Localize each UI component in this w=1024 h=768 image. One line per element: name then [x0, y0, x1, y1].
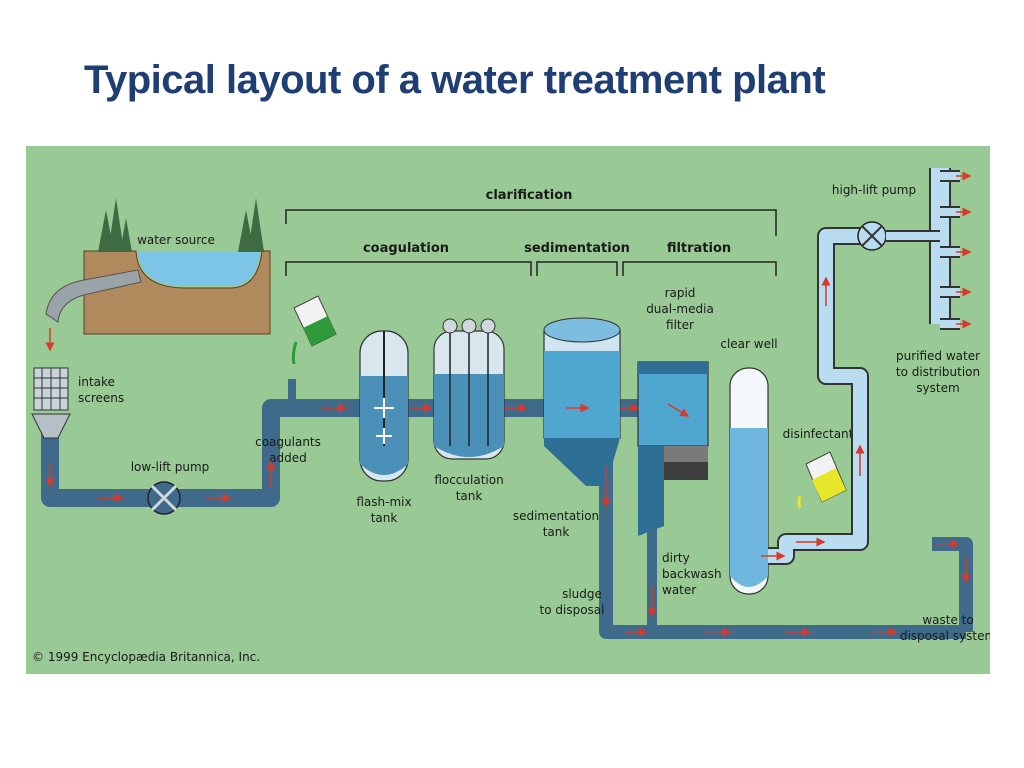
flash-mix-tank — [359, 330, 409, 482]
label-flash-mix-1: flash-mix — [356, 495, 411, 509]
label-sedimentation-2: tank — [543, 525, 570, 539]
label-dirty-backwash-3: water — [662, 583, 696, 597]
slide-title: Typical layout of a water treatment plan… — [84, 58, 826, 102]
high-lift-pump — [857, 221, 940, 251]
label-purified-2: to distribution — [896, 365, 980, 379]
stage-clarification: clarification — [486, 188, 573, 203]
label-flocculation-1: flocculation — [434, 473, 503, 487]
label-waste-2: disposal system — [900, 629, 990, 643]
flow-arrows — [45, 171, 972, 637]
label-coagulants-2: added — [269, 451, 307, 465]
label-clear-well: clear well — [720, 337, 777, 351]
water-source — [83, 198, 271, 335]
label-waste-1: waste to — [922, 613, 973, 627]
intake-pipe — [45, 269, 142, 352]
label-coagulants-1: coagulants — [255, 435, 321, 449]
water-treatment-diagram: clarification coagulation sedimentation … — [26, 146, 990, 674]
disinfectant-bottle — [797, 451, 847, 509]
label-dirty-backwash-1: dirty — [662, 551, 690, 565]
label-intake-screens-2: screens — [78, 391, 124, 405]
label-low-lift-pump: low-lift pump — [131, 460, 210, 474]
label-purified-1: purified water — [896, 349, 980, 363]
copyright-text: © 1999 Encyclopædia Britannica, Inc. — [32, 650, 260, 664]
stage-sedimentation: sedimentation — [524, 241, 630, 256]
flocculation-tank — [433, 318, 505, 460]
label-flash-mix-2: tank — [371, 511, 398, 525]
label-intake-screens-1: intake — [78, 375, 115, 389]
label-sludge-1: sludge — [562, 587, 602, 601]
stage-coagulation: coagulation — [363, 241, 449, 256]
label-high-lift-pump: high-lift pump — [832, 183, 916, 197]
coagulant-bottle — [291, 295, 337, 365]
label-sludge-2: to disposal — [540, 603, 605, 617]
clear-well — [729, 367, 769, 595]
sedimentation-tank — [543, 317, 621, 486]
label-water-source: water source — [137, 233, 215, 247]
stage-brackets — [285, 209, 777, 276]
stage-filtration: filtration — [667, 241, 731, 256]
label-filter-3: filter — [666, 318, 694, 332]
rapid-dual-media-filter — [637, 361, 709, 536]
label-disinfectant: disinfectant — [783, 427, 854, 441]
label-filter-2: dual-media — [646, 302, 714, 316]
label-filter-1: rapid — [665, 286, 696, 300]
label-dirty-backwash-2: backwash — [662, 567, 722, 581]
low-lift-pump — [147, 481, 181, 515]
intake-screens — [31, 367, 71, 439]
label-flocculation-2: tank — [456, 489, 483, 503]
label-sedimentation-1: sedimentation — [513, 509, 599, 523]
pipe-tap — [288, 379, 296, 401]
label-purified-3: system — [916, 381, 959, 395]
